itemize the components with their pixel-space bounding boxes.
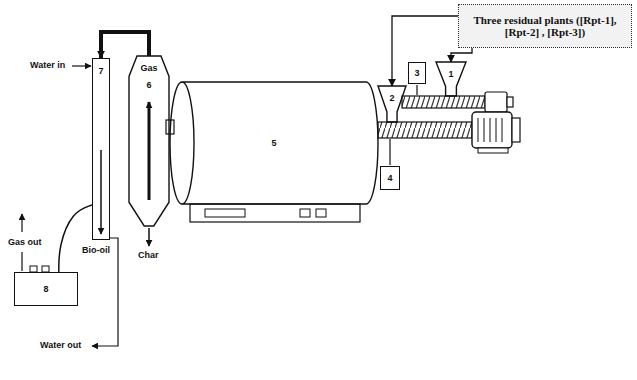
hopper-outline-path (378, 86, 406, 122)
upper-motor-end (507, 97, 513, 107)
furnace-base (190, 204, 360, 222)
lower-motor (472, 112, 512, 148)
callout-box: 4 (380, 166, 400, 190)
pyrolysis-reactor-outline-path (170, 82, 378, 204)
node-text: 2 (389, 93, 394, 103)
control-knob (300, 209, 310, 217)
control-knob (316, 209, 326, 217)
flow-connector (392, 16, 458, 86)
leader-line (389, 139, 390, 165)
lower-screw (378, 122, 472, 138)
flow-label: Char (138, 250, 159, 260)
motor-fins (478, 118, 502, 142)
flow-connector (101, 32, 149, 58)
condenser: 7 (92, 58, 110, 240)
pyrolysis-reactor: 5 (170, 82, 378, 204)
node-text: 1 (448, 69, 453, 79)
flow-label: Gas out (8, 237, 42, 247)
callout-box: 3 (408, 62, 426, 84)
node-text: 6 (146, 80, 151, 90)
bio-oil-arrow (100, 150, 102, 234)
gas-out-line (21, 252, 22, 271)
leader-line (416, 85, 417, 95)
cyclone-separator: Gas 6 (129, 56, 169, 226)
node-text: Gas (140, 63, 157, 73)
gas-flow-arrow (148, 102, 151, 200)
flow-connector (451, 48, 472, 62)
hopper-outline-path (436, 62, 466, 96)
lower-motor-end (512, 118, 520, 142)
node-text: Three residual plants ([Rpt-1], [Rpt-2] … (462, 14, 628, 38)
gas-collector: 8 (14, 272, 78, 306)
node-text: 5 (271, 138, 276, 148)
cyclone-separator-outline-path (129, 56, 169, 226)
upper-screw (402, 96, 485, 108)
water-in-arrow (72, 65, 91, 66)
upper-motor (485, 92, 507, 112)
feedstock-box: Three residual plants ([Rpt-1], [Rpt-2] … (458, 4, 632, 48)
control-display (205, 209, 245, 217)
hopper-outline (436, 62, 466, 96)
node-text: 3 (414, 68, 419, 78)
node-text: 4 (387, 173, 392, 183)
flow-label: Bio-oil (82, 245, 110, 255)
flow-label: Water in (30, 60, 65, 70)
hopper: 1 (436, 62, 466, 96)
motor-stand (478, 148, 508, 153)
hopper-outline (378, 86, 406, 122)
node-text: 7 (98, 66, 103, 76)
gas-out-arrow (21, 214, 22, 232)
hopper: 2 (378, 86, 406, 122)
node-text: 8 (43, 284, 48, 294)
char-arrow (148, 228, 150, 246)
flow-connector (59, 205, 92, 272)
flow-label: Water out (40, 340, 81, 350)
